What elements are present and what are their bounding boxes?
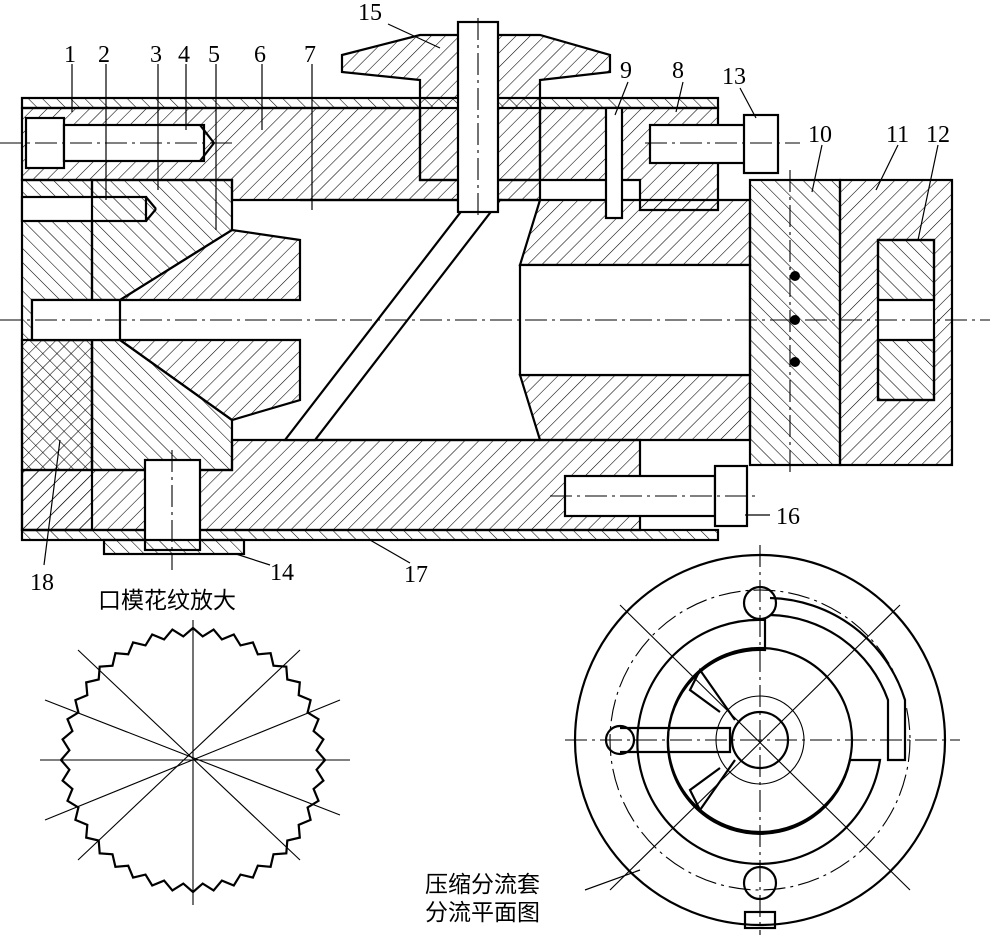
radial-slot bbox=[620, 726, 732, 754]
c-channel bbox=[636, 618, 882, 865]
label-3: 3 bbox=[150, 42, 162, 68]
die-pattern-caption: 口模花纹放大 bbox=[98, 588, 236, 614]
screw-13-head bbox=[742, 113, 780, 175]
sleeve-caption-line1: 压缩分流套 bbox=[425, 872, 540, 898]
leader-lines bbox=[43, 23, 939, 566]
wedge-upper bbox=[688, 667, 736, 721]
die-core-lower bbox=[116, 338, 302, 422]
label-9: 9 bbox=[620, 58, 632, 84]
label-1: 1 bbox=[64, 42, 76, 68]
sleeve-plan-view: 压缩分流套 分流平面图 bbox=[425, 545, 960, 935]
label-16: 16 bbox=[776, 504, 800, 530]
hole-upper bbox=[790, 271, 800, 281]
label-2: 2 bbox=[98, 42, 110, 68]
label-7: 7 bbox=[304, 42, 316, 68]
label-6: 6 bbox=[254, 42, 266, 68]
label-14: 14 bbox=[270, 560, 294, 586]
die-pattern-detail: 口模花纹放大 bbox=[40, 588, 350, 905]
plug-14-flange bbox=[102, 538, 246, 556]
label-10: 10 bbox=[808, 122, 832, 148]
label-15: 15 bbox=[358, 0, 382, 26]
screw-13 bbox=[648, 123, 752, 165]
hole-lower bbox=[790, 357, 800, 367]
end-cap-lower bbox=[20, 338, 94, 532]
label-11: 11 bbox=[886, 122, 909, 148]
channel-arc-upper bbox=[769, 596, 907, 762]
die-core-upper bbox=[116, 228, 302, 302]
wedge-lower bbox=[688, 759, 736, 813]
sleeve-upper bbox=[518, 198, 752, 267]
pin-9 bbox=[604, 106, 624, 220]
label-4: 4 bbox=[178, 42, 190, 68]
label-18: 18 bbox=[30, 570, 54, 596]
label-8: 8 bbox=[672, 58, 684, 84]
sleeve-lower bbox=[518, 373, 752, 442]
label-17: 17 bbox=[404, 562, 428, 588]
hole-center bbox=[790, 315, 800, 325]
label-5: 5 bbox=[208, 42, 220, 68]
label-13: 13 bbox=[722, 64, 746, 90]
section-view bbox=[0, 18, 990, 570]
sleeve-caption-line2: 分流平面图 bbox=[425, 900, 540, 926]
outer-sheet-bottom bbox=[20, 528, 720, 542]
outer-sheet-top bbox=[20, 96, 720, 110]
part-numbers: 1 2 3 4 5 6 7 8 9 10 11 12 13 14 15 16 1… bbox=[30, 0, 950, 596]
label-12: 12 bbox=[926, 122, 950, 148]
